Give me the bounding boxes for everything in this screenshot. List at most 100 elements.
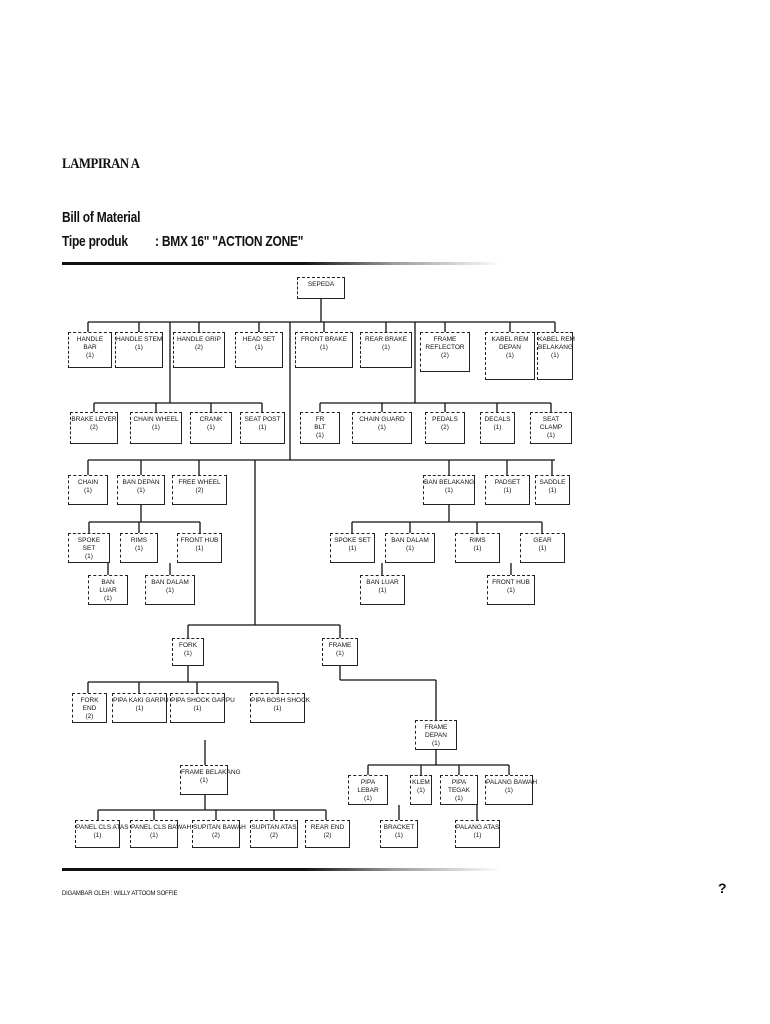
bom-node-qty: (1) xyxy=(135,545,143,552)
bom-node-qty: (1) xyxy=(473,832,482,839)
bom-node-qty: (1) xyxy=(432,740,440,747)
bom-node-label: PIPA BOSH SHOCK xyxy=(251,697,311,704)
bom-node-label: DEPAN xyxy=(425,732,447,739)
document-title: Bill of Material xyxy=(62,209,141,226)
bom-node-label: PANEL CLS ATAS xyxy=(76,824,129,831)
bom-node-label: RIMS xyxy=(469,537,486,544)
bom-node-label: LUAR xyxy=(99,587,117,594)
bom-node-qty: (1) xyxy=(336,650,344,657)
bom-node-label: SEPEDA xyxy=(307,281,335,288)
bom-node-qty: (1) xyxy=(255,344,263,351)
bom-node-qty: (1) xyxy=(538,545,547,552)
bom-node-qty: (1) xyxy=(93,832,102,839)
bom-node: CHAIN GUARD(1) xyxy=(352,412,412,444)
bom-node-label: BLT xyxy=(314,424,326,431)
bom-node-label: REFLECTOR xyxy=(425,344,465,351)
bom-node: REAR BRAKE(1) xyxy=(360,332,412,368)
bom-node-label: BAN DALAM xyxy=(151,579,189,586)
bom-node-label: FRAME xyxy=(433,336,457,343)
bom-node-qty: (1) xyxy=(507,587,515,594)
bom-node-qty: (1) xyxy=(493,424,502,431)
bom-node-qty: (1) xyxy=(505,787,513,794)
bom-node-label: BAN DEPAN xyxy=(122,479,160,486)
bom-node-qty: (1) xyxy=(85,553,93,560)
bom-node: BRACKET(1) xyxy=(380,820,418,848)
bom-node: FRONT BRAKE(1) xyxy=(295,332,353,368)
bom-node-qty: (1) xyxy=(364,795,372,802)
bom-node-qty: (1) xyxy=(445,487,453,494)
bom-node-label: FRONT HUB xyxy=(180,537,219,544)
bom-node: BAN DEPAN(1) xyxy=(117,475,165,505)
bom-node-label: FRONT BRAKE xyxy=(300,336,348,343)
bom-node-qty: (1) xyxy=(137,487,145,494)
bom-node: SUPITAN BAWAH(2) xyxy=(192,820,246,848)
bom-node-qty: (1) xyxy=(473,545,482,552)
bom-node-label: HEAD SET xyxy=(242,336,276,343)
bom-node: FRAME(1) xyxy=(322,638,358,666)
bom-node-qty: (1) xyxy=(406,545,414,552)
bom-node-label: CHAIN WHEEL xyxy=(133,416,179,423)
bom-node-qty: (1) xyxy=(395,832,403,839)
bom-node-label: CHAIN xyxy=(77,479,99,486)
bom-node-qty: (1) xyxy=(506,352,514,359)
bom-node: SEPEDA xyxy=(297,277,345,299)
bom-node-label: SPOKE xyxy=(77,537,101,544)
bom-node-label: FR xyxy=(315,416,325,423)
bom-node-label: BELAKANG xyxy=(538,344,574,351)
bom-node: HANDLE STEM(1) xyxy=(115,332,163,368)
bom-node: REAR END(2) xyxy=(305,820,350,848)
bom-node-qty: (2) xyxy=(323,832,332,839)
bom-node-label: SEAT POST xyxy=(244,416,281,423)
bom-node-label: FORK xyxy=(80,697,99,704)
bom-node-qty: (1) xyxy=(382,344,390,351)
bom-node-label: BRAKE LEVER xyxy=(71,416,117,423)
bom-node-label: PIPA xyxy=(360,779,376,786)
bom-node-label: PALANG ATAS xyxy=(456,824,500,831)
bom-node: FRONT HUB(1) xyxy=(177,533,222,563)
bom-node-qty: (1) xyxy=(86,352,94,359)
bom-node-qty: (1) xyxy=(135,705,144,712)
bom-node-qty: (2) xyxy=(90,424,98,431)
bom-node-qty: (1) xyxy=(195,545,204,552)
bom-node-label: SET xyxy=(82,545,96,552)
bom-node: SEAT POST(1) xyxy=(240,412,285,444)
bom-node-qty: (1) xyxy=(455,795,463,802)
bom-node-qty: (1) xyxy=(184,650,192,657)
bom-node: PEDALS(2) xyxy=(425,412,465,444)
bom-node: FRAME BELAKANG(1) xyxy=(180,765,241,795)
bom-node: CRANK(1) xyxy=(190,412,232,444)
bom-node-qty: (1) xyxy=(193,705,202,712)
bom-node-label: KABEL REM xyxy=(538,336,575,343)
bom-node-qty: (1) xyxy=(152,424,160,431)
bom-node-label: DEPAN xyxy=(499,344,521,351)
bom-node: BAN BELAKANG(1) xyxy=(423,475,475,505)
header-rule xyxy=(62,262,502,265)
bom-node-label: RIMS xyxy=(130,537,148,544)
bom-node-label: KLEM xyxy=(412,779,430,786)
bom-node-label: CHAIN GUARD xyxy=(359,416,405,423)
bom-node: PIPA KAKI GARPU(1) xyxy=(112,693,169,723)
bom-node-qty: (2) xyxy=(212,832,220,839)
bom-node-label: SUPITAN ATAS xyxy=(251,824,297,831)
bom-node: PANEL CLS ATAS(1) xyxy=(75,820,129,848)
bom-node-label: DECALS xyxy=(484,416,511,423)
bom-node-qty: (2) xyxy=(441,424,449,431)
bom-node: CHAIN WHEEL(1) xyxy=(130,412,182,444)
bom-node-label: FRONT HUB xyxy=(492,579,530,586)
bom-node: SPOKE SET(1) xyxy=(330,533,375,563)
bom-node: SUPITAN ATAS(2) xyxy=(250,820,298,848)
bom-node: HANDLE GRIP(2) xyxy=(173,332,225,368)
bom-node-label: REAR END xyxy=(310,824,345,831)
bom-node-label: PANEL CLS BAWAH xyxy=(131,824,192,831)
bom-node-label: SUPITAN BAWAH xyxy=(193,824,246,831)
